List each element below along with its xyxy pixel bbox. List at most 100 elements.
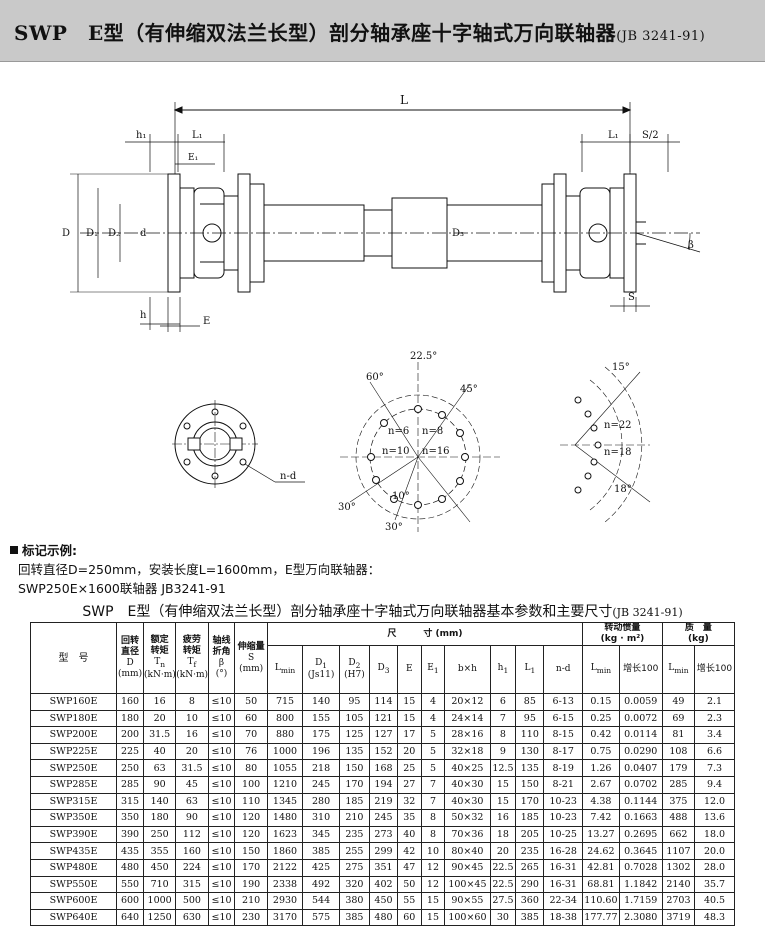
angle-30-left: 30° (338, 502, 356, 513)
value-cell: 0.0114 (618, 726, 663, 744)
page-title: SWP E型（有伸缩双法兰长型）剖分轴承座十字轴式万向联轴器(JB 3241-9… (14, 17, 705, 46)
value-cell: 40×30 (444, 775, 491, 794)
value-cell: 4 (420, 693, 446, 711)
value-cell: 0.42 (582, 726, 620, 744)
value-cell: 280 (302, 792, 340, 811)
value-cell: 285 (116, 775, 144, 794)
value-cell: 245 (302, 775, 340, 794)
value-cell: 140 (302, 693, 340, 711)
model-cell: SWP480E (29, 858, 118, 877)
value-cell: 108 (661, 742, 696, 761)
value-cell: 1107 (661, 842, 696, 860)
value-cell: 235 (515, 842, 545, 860)
value-cell: 10 (175, 709, 209, 728)
value-cell: 47 (396, 858, 422, 877)
value-cell: 194 (368, 775, 398, 794)
value-cell: 492 (302, 875, 340, 894)
value-cell: 170 (338, 775, 370, 794)
value-cell: 10-23 (543, 792, 584, 811)
value-cell: 100×60 (444, 908, 491, 927)
value-cell: 255 (338, 842, 370, 860)
technical-drawing: L h₁ L₁ E₁ L₁ S/2 β D D₁ D₂ d D₃ (0, 62, 765, 534)
value-cell: 250 (116, 759, 144, 777)
value-cell: 85 (515, 693, 545, 711)
value-cell: 7.3 (694, 759, 735, 777)
value-cell: 49 (661, 693, 696, 711)
value-cell: 100 (234, 775, 268, 794)
value-cell: 1000 (142, 892, 177, 910)
title-text: SWP E型（有伸缩双法兰长型）剖分轴承座十字轴式万向联轴器 (14, 21, 617, 45)
value-cell: 130 (515, 742, 545, 761)
value-cell: ≤10 (207, 825, 236, 844)
value-cell: 18-38 (543, 908, 584, 927)
value-cell: 2.1 (694, 693, 735, 711)
value-cell: 35.7 (694, 875, 735, 894)
col-inertia-Lmin: Lmin (582, 645, 620, 694)
value-cell: 31.5 (175, 759, 209, 777)
model-cell: SWP200E (29, 726, 118, 744)
value-cell: 350 (116, 809, 144, 827)
value-cell: 81 (661, 726, 696, 744)
value-cell: 224 (175, 858, 209, 877)
label-n10: n=10 (382, 446, 410, 457)
value-cell: 210 (338, 809, 370, 827)
value-cell: 402 (368, 875, 398, 894)
value-cell: 40.5 (694, 892, 735, 910)
value-cell: 8 (420, 809, 446, 827)
value-cell: 150 (338, 759, 370, 777)
value-cell: 24×14 (444, 709, 491, 728)
value-cell: 355 (142, 842, 177, 860)
value-cell: ≤10 (207, 726, 236, 744)
value-cell: 100×45 (444, 875, 491, 894)
value-cell: 15 (396, 709, 422, 728)
model-cell: SWP180E (29, 709, 118, 728)
value-cell: 2.3080 (618, 908, 663, 927)
value-cell: 1860 (266, 842, 304, 860)
value-cell: 32 (396, 792, 422, 811)
value-cell: 6-13 (543, 693, 584, 711)
model-cell: SWP160E (29, 693, 118, 711)
value-cell: 299 (368, 842, 398, 860)
label-h1: h₁ (136, 130, 146, 141)
col-Lmin: Lmin (266, 645, 304, 694)
value-cell: 110 (515, 726, 545, 744)
value-cell: 218 (302, 759, 340, 777)
value-cell: 2122 (266, 858, 304, 877)
model-cell: SWP640E (29, 908, 118, 927)
value-cell: 175 (302, 726, 340, 744)
value-cell: 16 (489, 809, 517, 827)
value-cell: 245 (368, 809, 398, 827)
value-cell: 6 (489, 693, 517, 711)
value-cell: 273 (368, 825, 398, 844)
marking-line-2: SWP250E×1600联轴器 JB3241-91 (18, 581, 226, 596)
value-cell: 0.0059 (618, 693, 663, 711)
value-cell: 0.75 (582, 742, 620, 761)
value-cell: 20.0 (694, 842, 735, 860)
value-cell: 20 (175, 742, 209, 761)
value-cell: 800 (266, 709, 304, 728)
value-cell: 50 (396, 875, 422, 894)
value-cell: 90×45 (444, 858, 491, 877)
value-cell: ≤10 (207, 693, 236, 711)
value-cell: 155 (302, 709, 340, 728)
value-cell: 250 (142, 825, 177, 844)
value-cell: ≤10 (207, 809, 236, 827)
value-cell: 16-31 (543, 875, 584, 894)
value-cell: 110.60 (582, 892, 620, 910)
value-cell: 710 (142, 875, 177, 894)
model-cell: SWP435E (29, 842, 118, 860)
value-cell: 27.5 (489, 892, 517, 910)
value-cell: 140 (142, 792, 177, 811)
value-cell: 8 (420, 825, 446, 844)
value-cell: 40×30 (444, 792, 491, 811)
angle-15: 15° (612, 362, 630, 373)
col-mass-inc: 增长100 (694, 645, 735, 694)
marking-heading: 标记示例: (10, 541, 755, 560)
col-bh: b×h (444, 645, 491, 694)
label-n6: n=6 (388, 426, 409, 437)
value-cell: 880 (266, 726, 304, 744)
